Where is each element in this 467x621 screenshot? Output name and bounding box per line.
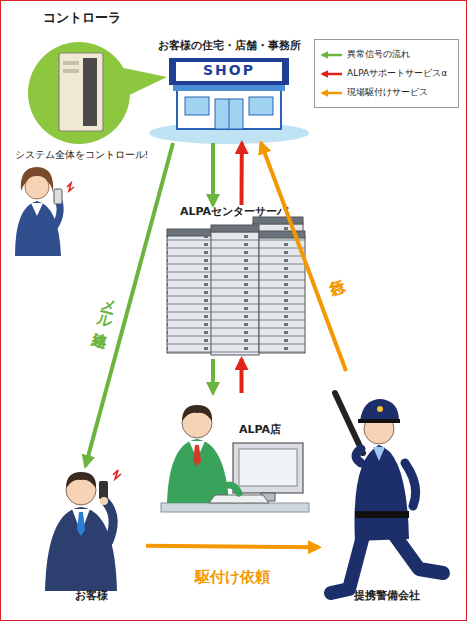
guard-illustration-part: [360, 399, 399, 421]
node-heading: ALPA店: [239, 423, 305, 437]
legend-arrow-sample: [319, 87, 343, 99]
legend-text: 異常信号の流れ: [347, 48, 410, 61]
customer-illustration-part: [99, 481, 108, 499]
shop-building-part: [169, 58, 289, 85]
shop-building: [149, 58, 309, 144]
customer-illustration-part: [45, 507, 117, 591]
legend-item: 異常信号の流れ: [319, 45, 454, 64]
flow-arrow: [261, 143, 346, 371]
shop-node: お客様の住宅・店舗・事務所 SHOP: [149, 31, 309, 143]
legend-text: 現場駆付けサービス: [347, 86, 428, 99]
guard-illustration-part: [355, 511, 409, 518]
legend-box: 異常信号の流れ ALPAサポートサービスα 現場駆付けサービス: [314, 39, 459, 108]
controller-callout: コントローラシステム全体をコントロール!: [9, 9, 154, 159]
server-racks-part: [253, 217, 303, 224]
controller-illustration-part: [59, 53, 103, 131]
shop-staff-node: ALPA店: [159, 393, 309, 521]
staff-illustration-part: [161, 503, 309, 512]
flow-arrow: [86, 143, 174, 466]
guard-illustration: [331, 393, 443, 593]
server-node: ALPAセンターサーバ: [159, 205, 309, 359]
staff-illustration-part: [223, 485, 239, 493]
security-company-node: 提携警備会社: [319, 371, 454, 606]
node-text: システム全体をコントロール!: [9, 149, 154, 161]
guard-illustration-part: [331, 536, 363, 593]
legend-arrow: [322, 53, 342, 56]
customer-illustration-part: [113, 470, 121, 479]
staff-illustration-part: [167, 439, 229, 503]
guard-illustration-part: [358, 419, 400, 423]
woman-illustration-part: [54, 189, 62, 204]
server-racks-part: [167, 235, 213, 353]
woman-illustration-part: [53, 201, 60, 229]
shop-building-part: [185, 97, 209, 115]
customer-illustration-part: [77, 512, 85, 536]
controller-illustration-part: [28, 42, 130, 144]
flow-arrow: [146, 546, 319, 547]
flow-arrow: [211, 143, 215, 205]
flow-arrow: [211, 359, 215, 393]
controller-illustration: [28, 42, 167, 144]
customer-illustration-part: [105, 501, 113, 541]
staff-illustration-part: [233, 443, 303, 493]
controller-illustration-part: [63, 61, 79, 65]
staff-illustration-part: [239, 449, 297, 486]
server-racks-part: [259, 237, 305, 353]
guard-illustration-part: [377, 406, 383, 412]
shop-building-part: [173, 85, 285, 91]
node-heading: お客様: [36, 589, 146, 603]
server-racks: [167, 217, 305, 355]
node-heading: お客様の住宅・店舗・事務所: [149, 39, 309, 52]
edge-label: 急行: [321, 266, 339, 272]
woman-illustration-part: [31, 203, 43, 216]
shop-building-part: [249, 97, 273, 115]
woman-illustration-part: [23, 169, 51, 185]
controller-illustration-part: [83, 58, 97, 126]
staff-illustration-part: [182, 405, 212, 421]
woman-illustration-part: [67, 183, 74, 191]
customer-node: お客様: [36, 466, 146, 606]
legend-arrow-sample: [319, 49, 343, 61]
guard-illustration-part: [405, 463, 416, 506]
guard-illustration-part: [373, 447, 385, 461]
server-racks-part: [211, 231, 259, 355]
legend-text: ALPAサポートサービスα: [347, 67, 447, 80]
node-text: SHOP: [176, 62, 282, 80]
shop-building-part: [229, 99, 230, 129]
customer-illustration: [45, 470, 121, 591]
server-racks-part: [167, 229, 213, 236]
node-heading: ALPAセンターサーバ: [159, 205, 309, 219]
edge-label: メール連絡: [96, 286, 123, 324]
legend-arrow-sample: [319, 68, 343, 80]
guard-illustration-part: [356, 449, 361, 463]
customer-illustration-part: [66, 472, 96, 488]
legend-item: 現場駆付けサービス: [319, 83, 454, 102]
server-racks-part: [259, 231, 305, 238]
flow-arrow: [240, 143, 244, 205]
woman-illustration: [15, 167, 74, 256]
node-heading: コントローラ: [9, 10, 154, 26]
woman-illustration-part: [15, 201, 61, 256]
flow-arrow: [240, 359, 244, 393]
edge-label: 駆付け依頼: [195, 567, 270, 586]
customer-illustration-part: [100, 497, 108, 505]
legend-arrow: [322, 91, 342, 94]
controller-illustration-part: [63, 69, 79, 73]
woman-illustration-part: [25, 175, 49, 199]
legend-item: ALPAサポートサービスα: [319, 64, 454, 83]
shop-building-part: [176, 62, 282, 81]
shop-building-part: [215, 99, 243, 129]
legend-arrow: [322, 72, 342, 75]
node-heading: 提携警備会社: [319, 589, 454, 603]
server-racks-part: [211, 225, 259, 232]
guard-illustration-part: [355, 445, 410, 541]
staff-illustration-part: [193, 445, 201, 466]
staff-illustration: [161, 405, 309, 512]
